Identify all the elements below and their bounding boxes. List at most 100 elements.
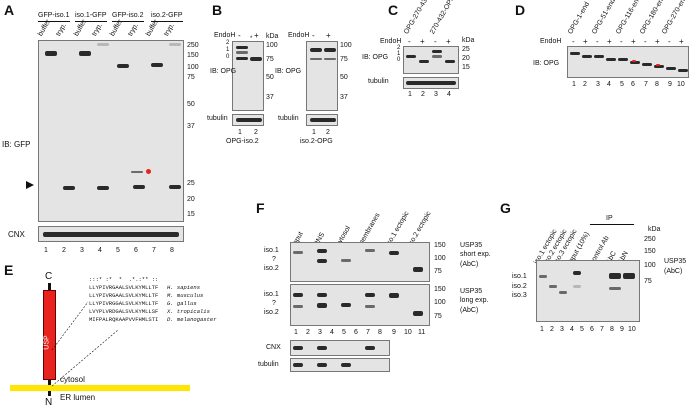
lane-number: 1 xyxy=(540,326,544,333)
endoh-label: EndoH xyxy=(214,32,236,39)
cytosol-label: cytosol xyxy=(60,375,85,384)
isoform-label: iso.2 xyxy=(264,309,279,316)
kda-label: 150 xyxy=(434,242,446,249)
blot-band-faint xyxy=(169,43,181,46)
lane-number: 5 xyxy=(342,329,346,336)
blot-band xyxy=(609,273,621,279)
kda-label: 150 xyxy=(644,248,656,255)
usp-domain-bar xyxy=(43,290,56,380)
kda-label: 75 xyxy=(187,74,195,81)
lane-number: 3 xyxy=(80,247,84,254)
blot-band xyxy=(310,48,322,52)
glyco-label-1: 1 xyxy=(397,51,401,57)
sign: - xyxy=(644,37,647,46)
arrow-icon xyxy=(26,181,34,189)
opg-iso2-blot xyxy=(232,41,264,111)
lane-number: 2 xyxy=(62,247,66,254)
construct-label-3: GFP-iso.2 xyxy=(112,12,144,19)
lane-number: 11 xyxy=(418,329,426,336)
blot-band xyxy=(79,51,91,56)
sign: + xyxy=(655,37,660,46)
sign: + xyxy=(607,37,612,46)
panel-a-letter: A xyxy=(4,2,15,18)
glyco-label-0: 0 xyxy=(397,57,401,63)
blot-band xyxy=(293,346,303,350)
blot-band xyxy=(413,267,423,272)
lane-number: 3 xyxy=(560,326,564,333)
blot-band xyxy=(97,186,109,190)
kda-label: 25 xyxy=(187,180,195,187)
blot-band xyxy=(654,65,664,68)
sequence-row: LLYPIVRGGALSVLKYMLLTF xyxy=(89,300,159,307)
sign-minus: - xyxy=(238,31,241,40)
blot-band xyxy=(317,363,327,367)
blot-band xyxy=(236,57,248,60)
caption: USP35 xyxy=(460,242,483,249)
kda-unit: kDa xyxy=(648,226,661,233)
blot-band xyxy=(618,58,628,61)
construct-label-2: iso.1-GFP xyxy=(75,12,107,19)
kda-label: 75 xyxy=(644,278,652,285)
ib-gfp-label: IB: GFP xyxy=(2,140,31,149)
blot-band-faint xyxy=(131,171,143,173)
blot-band xyxy=(236,46,248,49)
usp35-long-blot xyxy=(290,284,430,326)
panel-c-letter: C xyxy=(388,2,399,18)
isoform-label: ? xyxy=(272,300,276,307)
isoform-label: iso.2 xyxy=(512,283,527,290)
blot-band xyxy=(317,249,327,253)
blot-band xyxy=(317,293,327,297)
caption: USP35 xyxy=(664,258,687,265)
zoom-lines xyxy=(51,301,119,387)
tubulin-blot xyxy=(403,77,459,89)
blot-band xyxy=(293,305,303,308)
blot-band xyxy=(236,51,248,54)
blot-band xyxy=(573,271,581,275)
lane-number: 8 xyxy=(610,326,614,333)
blot-band xyxy=(570,52,580,55)
blot-band xyxy=(117,64,129,68)
blot-band xyxy=(642,63,652,66)
isoform-label: iso.2 xyxy=(264,265,279,272)
lane-number: 4 xyxy=(330,329,334,336)
blot-band xyxy=(365,346,375,350)
sign: + xyxy=(420,37,425,46)
er-membrane xyxy=(10,385,190,391)
sign: + xyxy=(679,37,684,46)
kda-label: 75 xyxy=(340,56,348,63)
lane-number: 5 xyxy=(116,247,120,254)
blot-band xyxy=(432,55,442,58)
blot-band xyxy=(573,285,581,288)
kda-label: 75 xyxy=(434,313,442,320)
tubulin-blot xyxy=(290,358,390,372)
blot-band xyxy=(365,249,375,252)
ib-opg-label: IB: OPG xyxy=(533,60,560,67)
opg-d-blot xyxy=(567,46,689,78)
construct-underline-2 xyxy=(75,21,107,22)
blot-band xyxy=(559,291,567,294)
kda-unit: kDa xyxy=(462,37,475,44)
sign: - xyxy=(408,37,411,46)
glyco-label-2: 2 xyxy=(397,45,401,51)
blot-band xyxy=(310,58,322,60)
red-marker xyxy=(632,60,636,62)
kda-label: 37 xyxy=(187,123,195,130)
caption: (AbC) xyxy=(664,268,683,275)
lane-number: 3 xyxy=(318,329,322,336)
blot-band xyxy=(250,57,262,61)
lane-number: 1 xyxy=(238,129,242,136)
blot-band xyxy=(45,51,57,56)
lane-number: 1 xyxy=(408,91,412,98)
ip-label: IP xyxy=(606,215,613,222)
lane-number: 3 xyxy=(434,91,438,98)
blot-band xyxy=(293,251,303,254)
species-name: M. musculus xyxy=(167,292,204,299)
c-terminus-label: C xyxy=(45,271,53,282)
panel-d-letter: D xyxy=(515,2,526,18)
lane-number: 2 xyxy=(254,129,258,136)
blot-band xyxy=(406,55,416,58)
endoh-label: EndoH xyxy=(540,38,562,45)
lane-number: 2 xyxy=(550,326,554,333)
lane-number: 2 xyxy=(326,129,330,136)
species-name: X. tropicalis xyxy=(167,308,210,315)
